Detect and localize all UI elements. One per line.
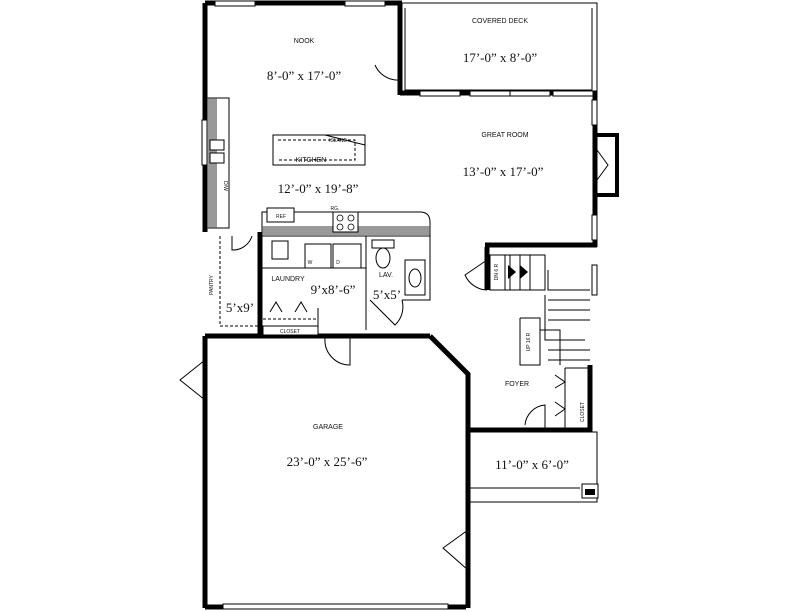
pantry-label: PANTRY [209,274,215,294]
lav-dimension: 5’x5’ [373,287,401,302]
foyer-closet-outline [564,367,590,428]
foyer-label: FOYER [505,381,529,388]
lav-label: LAV. [379,272,393,279]
fireplace [596,133,619,197]
island-label: ISLAND [329,138,347,144]
kitchen-label: KITCHEN [296,157,327,164]
lav-fixtures [365,236,431,330]
stair-down-label: DN 6 R [494,263,500,280]
nook-dimension: 8’-0” x 17’-0” [267,68,342,83]
kitchen-dimension: 12’-0” x 19’-8” [278,181,359,196]
dryer-label: D [336,260,340,266]
foyer-closet-label: CLOSET [580,402,586,422]
garage-dimension: 23’-0” x 25’-6” [287,454,368,469]
laundry-fixtures [261,235,367,336]
stairs [489,254,590,366]
great-room-dimension: 13’-0” x 17’-0” [463,164,544,179]
pantry-dimension: 5’x9’ [226,300,254,315]
porch-dimension: 11’-0” x 6’-0” [495,457,569,472]
dw-label: D/W [222,181,228,191]
windows [201,0,598,610]
porch-outline [470,431,599,503]
stair-up-label: UP 16 R [526,332,532,351]
covered-deck-dimension: 17’-0” x 8’-0” [463,50,538,65]
range-label: RG. [331,206,340,212]
laundry-closet-label: CLOSET [280,329,300,335]
doors [179,55,566,572]
kitchen-fixtures [206,97,431,237]
great-room-label: GREAT ROOM [481,132,528,139]
laundry-label: LAUNDRY [271,276,305,283]
pantry-outline [219,236,259,327]
washer-label: W [308,260,313,266]
garage-label: GARAGE [313,424,343,431]
laundry-dimension: 9’x8’-6” [311,282,356,297]
nook-label: NOOK [294,38,315,45]
ref-label: REF [276,214,286,220]
covered-deck-outline [402,2,598,93]
covered-deck-label: COVERED DECK [472,18,528,25]
